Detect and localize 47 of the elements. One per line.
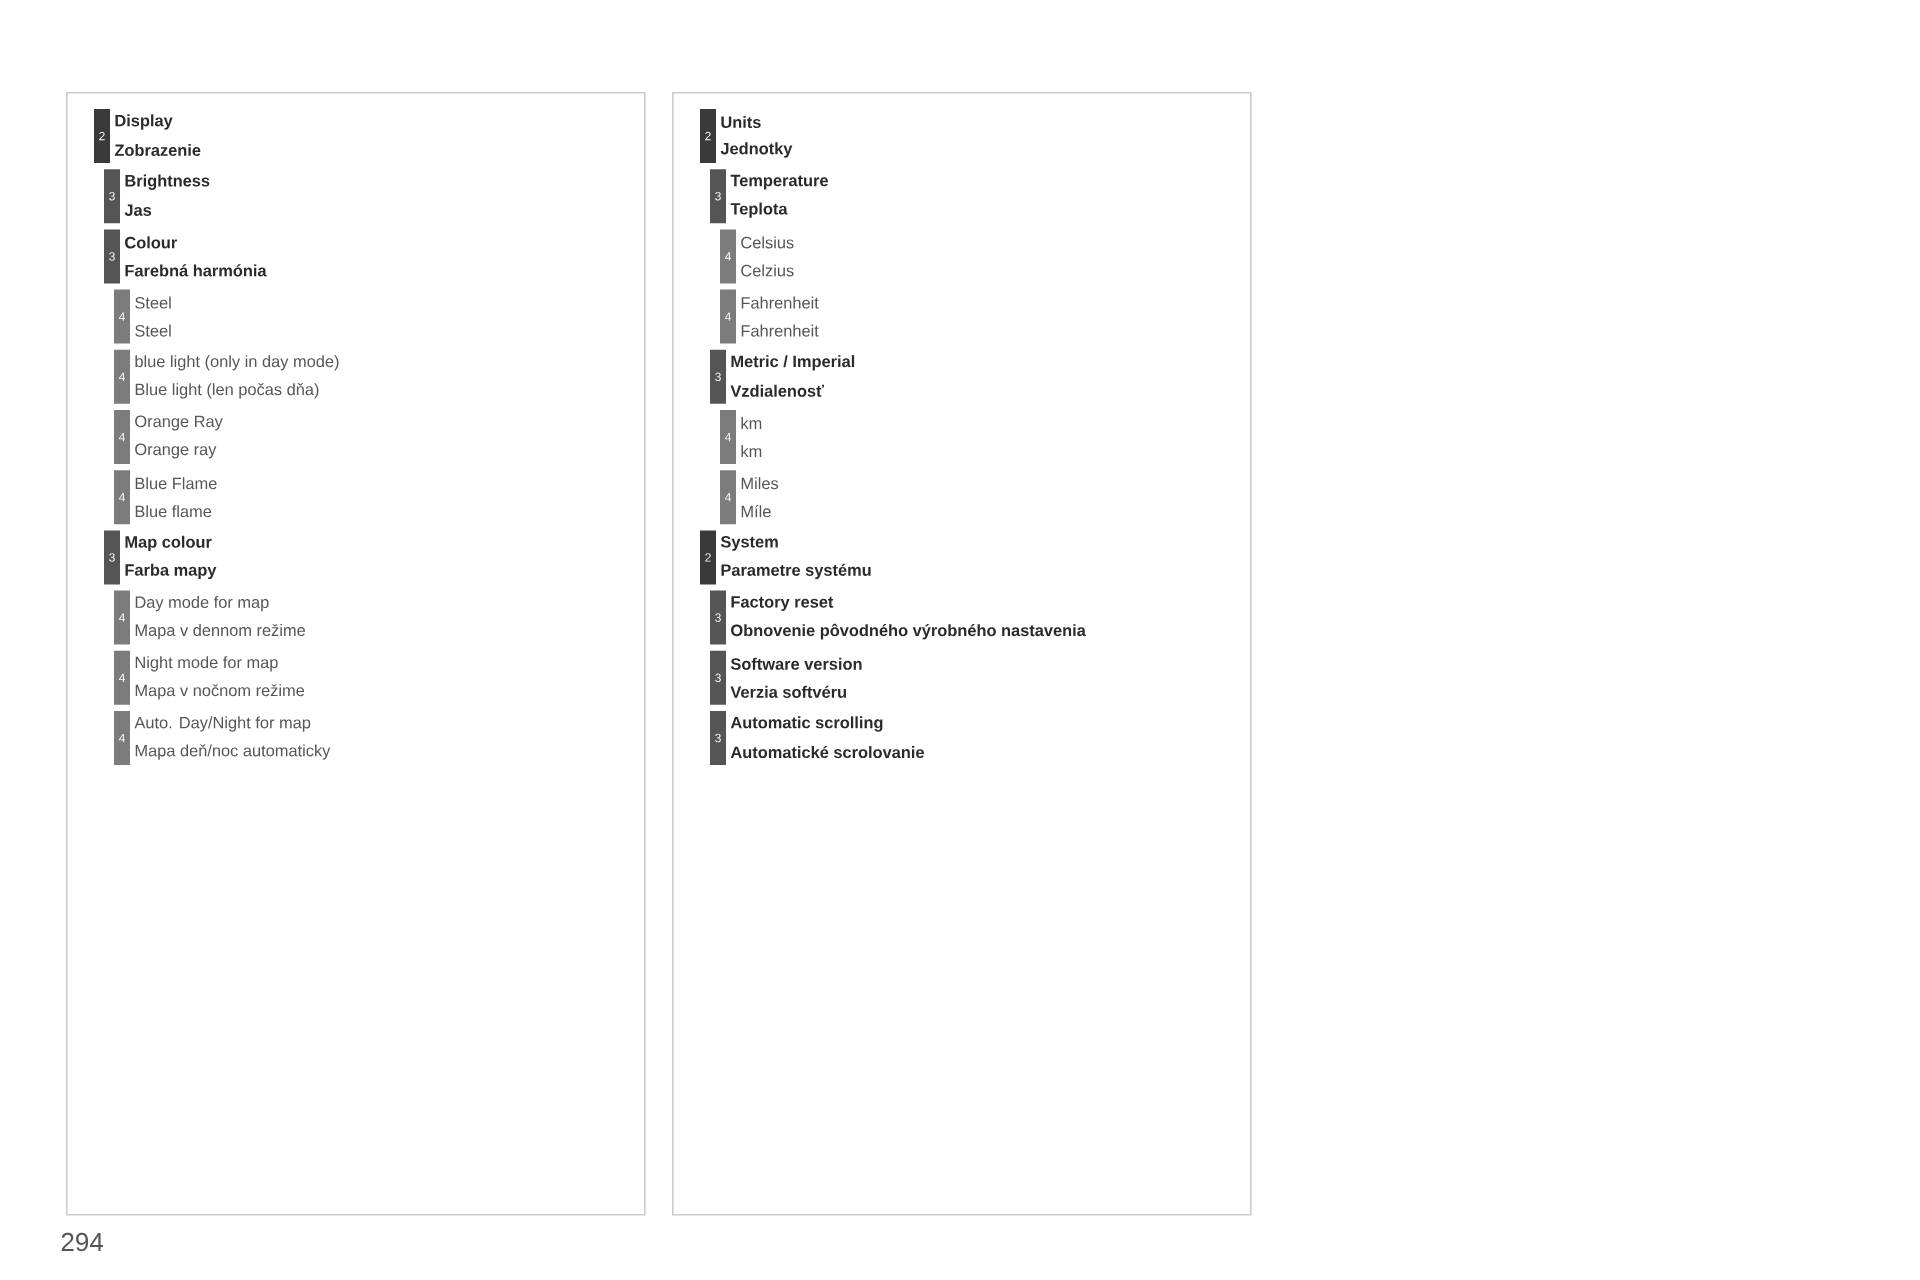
menu-label: Blue flame <box>135 505 212 518</box>
menu-label: Software version <box>730 657 862 670</box>
menu-label: Celzius <box>741 264 794 277</box>
panel-frame <box>672 92 1252 1216</box>
menu-label: Mapa v dennom režime <box>135 623 306 640</box>
menu-label: Orange Ray <box>135 415 223 431</box>
menu-label: km <box>741 417 762 429</box>
menu-label: Teplota <box>730 202 788 218</box>
menu-label: Automatic scrolling <box>730 716 883 732</box>
menu-label: Night mode for map <box>135 656 278 672</box>
menu-label: Jas <box>124 204 152 216</box>
menu-label: Vzdialenosť <box>730 384 824 397</box>
panel-frame <box>66 92 646 1216</box>
menu-label: Celsius <box>741 236 794 249</box>
menu-label: Steel <box>135 296 171 309</box>
menu-label: Units <box>721 116 761 128</box>
menu-label: Verzia softvéru <box>730 685 846 698</box>
page-number: 294 <box>61 1232 104 1252</box>
menu-label: Brightness <box>125 174 210 190</box>
menu-label: Mapa deň/noc automaticky <box>135 744 331 760</box>
menu-label: Fahrenheit <box>741 296 819 309</box>
menu-label: Parametre systému <box>721 563 871 580</box>
menu-label: Steel <box>135 324 171 337</box>
menu-label: Miles <box>741 477 779 490</box>
menu-label: Obnovenie pôvodného výrobného nastavenia <box>731 623 1086 640</box>
menu-label: Blue light (len počas dňa) <box>135 383 319 399</box>
menu-label: Factory reset <box>731 596 834 611</box>
menu-label: Colour <box>125 236 177 249</box>
menu-label: Automatické scrolovanie <box>730 745 924 759</box>
menu-label: Temperature <box>730 174 828 190</box>
menu-label: Fahrenheit <box>741 324 819 337</box>
menu-label: Zobrazenie <box>114 144 201 156</box>
menu-label: Auto. Day/Night for map <box>134 716 311 732</box>
menu-label: Day mode for map <box>135 595 269 612</box>
menu-label: Metric / Imperial <box>731 355 855 371</box>
menu-label: Mapa v nočnom režime <box>135 684 305 700</box>
menu-label: Map colour <box>125 535 212 552</box>
menu-label: Orange ray <box>135 443 217 459</box>
menu-label: Jednotky <box>720 142 793 158</box>
menu-label: Míle <box>741 505 771 518</box>
menu-label: km <box>741 445 762 457</box>
menu-label: Blue Flame <box>135 477 217 490</box>
menu-label: Farebná harmónia <box>125 264 267 277</box>
menu-label: Farba mapy <box>125 563 217 580</box>
menu-label: Display <box>115 114 173 130</box>
menu-label: System <box>720 536 778 551</box>
menu-label: blue light (only in day mode) <box>135 355 339 371</box>
